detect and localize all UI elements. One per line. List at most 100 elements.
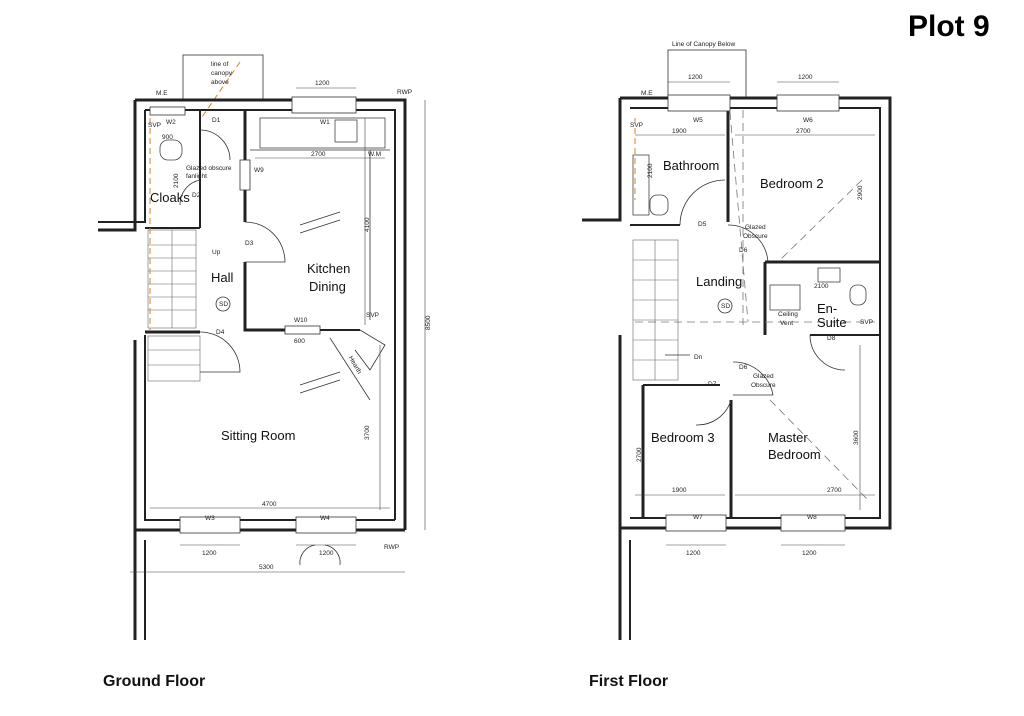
gf-window-w2 <box>149 106 186 116</box>
ff-door-d6b-swing <box>732 361 774 396</box>
ff-door-d7-swing <box>695 399 732 426</box>
plot-title: Plot 9 <box>908 10 990 43</box>
gf-window-w4 <box>295 516 357 534</box>
ff-bath <box>632 154 650 216</box>
ff-note-me: M.E <box>641 90 653 97</box>
gf-note-me: M.E <box>156 90 168 97</box>
gf-note-canopy-2: canopy <box>211 70 233 77</box>
gf-dim-text-sitting-w: 4700 <box>262 501 277 508</box>
ff-window-w7 <box>665 514 727 532</box>
ff-staircase <box>632 239 690 381</box>
gf-room-cloaks: Cloaks <box>150 190 190 205</box>
ff-note-svp-b: SVP <box>860 319 873 326</box>
ff-room-ensuite-2: Suite <box>817 315 847 330</box>
canopy-line <box>199 61 241 121</box>
gf-kitchen-sink <box>334 119 358 143</box>
gf-patio-door-swing-a <box>299 544 316 566</box>
ff-dim-text-master-w: 2700 <box>827 487 842 494</box>
gf-kitchen-worktop <box>259 117 386 149</box>
gf-inner-wall-left <box>98 110 146 223</box>
gf-window-w3 <box>179 516 241 534</box>
ff-tag-w6: W6 <box>803 117 813 124</box>
gf-dim-text-cloak-h: 2100 <box>173 173 180 188</box>
gf-tag-w1: W1 <box>320 119 330 126</box>
ff-note-vent-2: Vent <box>780 320 793 327</box>
gf-tag-w2: W2 <box>166 119 176 126</box>
gf-note-up: Up <box>212 249 221 256</box>
ff-dim-text-bed3-h: 2700 <box>636 447 643 462</box>
gf-outer-wall-top-right <box>135 98 407 530</box>
ff-note-glazed-b2: Obscure <box>751 382 776 389</box>
gf-dim-text-overall-h: 8500 <box>425 315 432 330</box>
ff-window-w8 <box>780 514 846 532</box>
ff-dim-text-bed3-w: 1900 <box>672 487 687 494</box>
first-floor-plan: Bathroom Bedroom 2 Landing En- Suite Bed… <box>582 41 892 640</box>
ff-note-sd: SD <box>721 303 730 310</box>
gf-tag-d4: D4 <box>216 329 225 336</box>
gf-dim-text-w3: 1200 <box>202 550 217 557</box>
gf-outer-wall-left-top <box>98 100 137 232</box>
ff-outer-wall-left-top <box>582 98 622 222</box>
ff-room-master-2: Bedroom <box>768 447 821 462</box>
gf-window-w1 <box>291 96 357 114</box>
gf-note-svp-b: SVP <box>366 312 379 319</box>
ground-floor-label: Ground Floor <box>103 673 205 690</box>
ff-note-glazed-b1: Glazed <box>753 373 774 380</box>
gf-note-canopy-3: above <box>211 79 229 86</box>
gf-dim-text-cloak-w: 900 <box>162 134 173 141</box>
gf-note-rwp-bottom: RWP <box>384 544 399 551</box>
gf-smoke-detector-icon <box>215 296 231 312</box>
ff-tag-d7: D7 <box>708 381 717 388</box>
ff-bedroom2-diag-b <box>779 179 863 261</box>
ff-room-bedroom2: Bedroom 2 <box>760 176 824 191</box>
ff-ensuite-shower <box>769 284 801 311</box>
gf-sitting-arrow-b <box>299 379 341 394</box>
ff-room-master-1: Master <box>768 430 808 445</box>
ff-tag-d5: D5 <box>698 221 707 228</box>
ff-dim-text-bath-h: 2100 <box>647 163 654 178</box>
gf-dim-text-sitting-h: 3700 <box>364 425 371 440</box>
ff-note-vent-1: Ceiling <box>778 311 798 318</box>
ff-bathroom-wc <box>649 194 669 216</box>
ff-inner-wall <box>630 107 881 519</box>
gf-dim-text-w10: 600 <box>294 338 305 345</box>
gf-cloaks-wc <box>159 139 183 161</box>
gf-kitchen-arrow-a <box>299 211 341 226</box>
ff-tag-d8: D8 <box>827 335 836 342</box>
ff-door-d5-swing <box>679 179 726 226</box>
gf-staircase <box>147 229 201 382</box>
gf-chimney-breast <box>354 329 386 371</box>
ff-note-glazed-a1: Glazed <box>745 224 766 231</box>
ff-note-canopy: Line of Canopy Below <box>672 41 736 48</box>
ff-ensuite-wc <box>849 284 867 306</box>
ff-window-w5 <box>667 94 731 112</box>
gf-dim-text-overall-w: 5300 <box>259 564 274 571</box>
gf-door-d3-swing <box>244 221 286 263</box>
gf-kitchen-arrow-b <box>299 219 341 234</box>
gf-tag-d1: D1 <box>212 117 221 124</box>
gf-note-glazed-2: fanlight <box>186 173 207 180</box>
first-floor-label: First Floor <box>589 673 668 690</box>
gf-hearth-line <box>329 337 371 401</box>
gf-door-d4-swing <box>199 331 241 373</box>
gf-room-kitchen-1: Kitchen <box>307 261 350 276</box>
ff-tag-w8: W8 <box>807 514 817 521</box>
ff-door-d6a-swing <box>727 224 769 263</box>
ff-tag-d6a: D6 <box>739 247 748 254</box>
gf-dim-text-kitchen-w: 2700 <box>311 151 326 158</box>
ff-canopy-outline <box>667 49 747 99</box>
ground-floor-plan: Cloaks Hall Kitchen Dining Sitting Room … <box>98 54 432 640</box>
ff-dim-text-w5: 1200 <box>688 74 703 81</box>
ff-note-dn: Dn <box>694 354 703 361</box>
gf-note-hearth: Hearth <box>347 355 363 376</box>
ff-dim-text-ensuite-w: 2100 <box>814 283 829 290</box>
gf-note-sd: SD <box>219 301 228 308</box>
ff-bedroom2-diag-a <box>729 111 749 323</box>
gf-room-sitting: Sitting Room <box>221 428 295 443</box>
ff-tag-d6b: D6 <box>739 364 748 371</box>
gf-tag-d2: D2 <box>192 192 201 199</box>
ff-room-bathroom: Bathroom <box>663 158 719 173</box>
gf-door-d1-swing <box>199 129 231 161</box>
gf-tag-w4: W4 <box>320 515 330 522</box>
